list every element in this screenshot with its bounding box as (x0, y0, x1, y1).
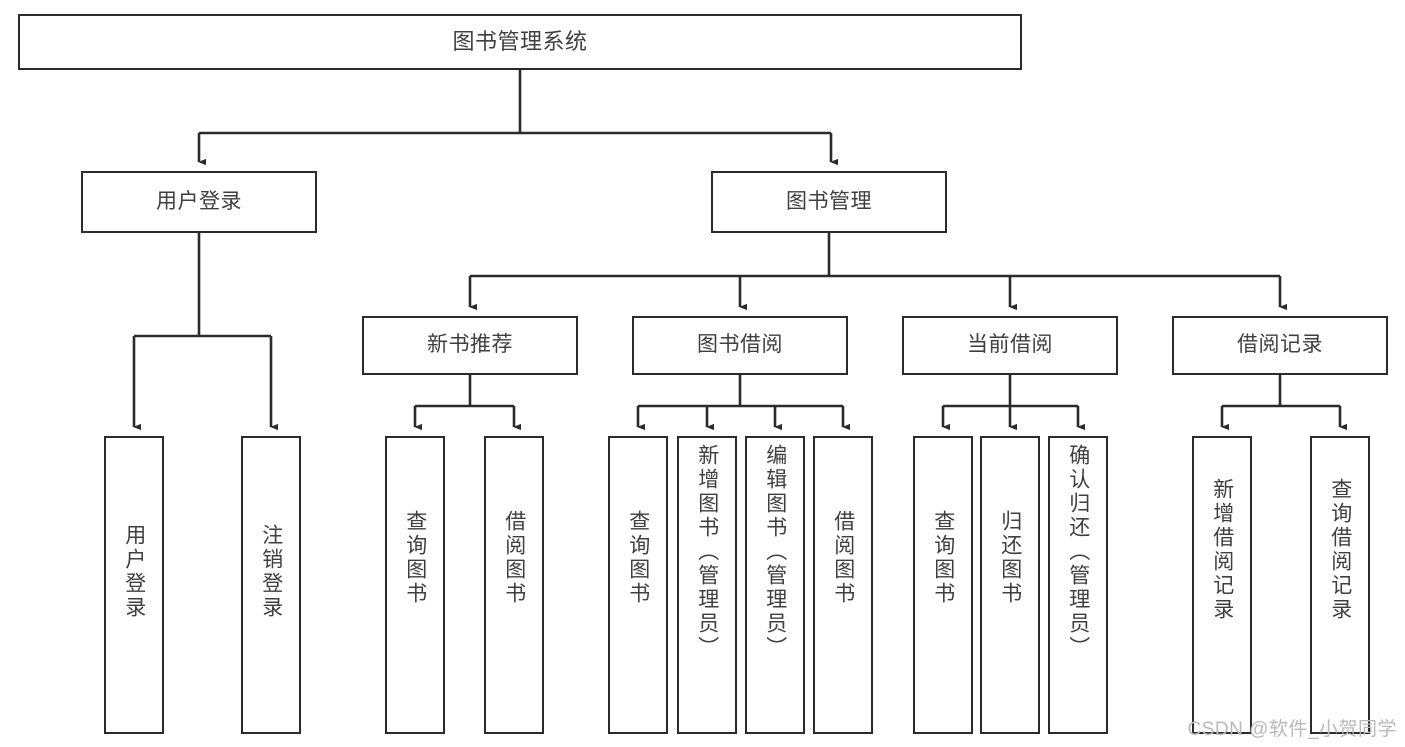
node-label: 当前借阅 (967, 333, 1053, 357)
node-label: 借阅图书 (831, 510, 855, 606)
leaf-return-books[interactable]: 归还图书 (980, 436, 1040, 734)
leaf-add-book-admin[interactable]: 新增图书（管理员） (677, 436, 737, 734)
node-label: 确认归还（管理员） (1066, 444, 1090, 660)
node-label: 编辑图书（管理员） (763, 444, 787, 660)
leaf-query-books-current[interactable]: 查询图书 (913, 436, 973, 734)
leaf-borrow-books[interactable]: 借阅图书 (813, 436, 873, 734)
node-user-login[interactable]: 用户登录 (81, 171, 317, 233)
leaf-user-login[interactable]: 用户登录 (104, 436, 164, 734)
node-label: 用户登录 (156, 189, 242, 213)
watermark-text: CSDN @软件_小贺同学 (1187, 719, 1397, 740)
node-label: 图书管理 (786, 189, 872, 213)
node-label: 注销登录 (259, 524, 283, 620)
node-label: 图书借阅 (697, 333, 783, 357)
leaf-confirm-return-admin[interactable]: 确认归还（管理员） (1048, 436, 1108, 734)
node-label: 查询图书 (403, 510, 427, 606)
node-label: 借阅图书 (502, 510, 526, 606)
node-label: 查询图书 (931, 510, 955, 606)
node-label: 新增借阅记录 (1210, 478, 1234, 622)
node-new-book-recommendation[interactable]: 新书推荐 (362, 316, 578, 375)
node-book-management[interactable]: 图书管理 (711, 171, 947, 233)
node-label: 查询图书 (626, 510, 650, 606)
node-label: 查询借阅记录 (1328, 478, 1352, 622)
node-label: 借阅记录 (1237, 333, 1323, 357)
node-label: 用户登录 (122, 524, 146, 620)
node-label: 新增图书（管理员） (695, 444, 719, 660)
leaf-query-books-borrow[interactable]: 查询图书 (608, 436, 668, 734)
leaf-borrow-books-new[interactable]: 借阅图书 (484, 436, 544, 734)
node-label: 归还图书 (998, 510, 1022, 606)
node-root-system[interactable]: 图书管理系统 (18, 14, 1022, 70)
leaf-logout-login[interactable]: 注销登录 (241, 436, 301, 734)
node-book-borrowing[interactable]: 图书借阅 (632, 316, 848, 375)
leaf-edit-book-admin[interactable]: 编辑图书（管理员） (745, 436, 805, 734)
leaf-add-borrow-record[interactable]: 新增借阅记录 (1192, 436, 1252, 734)
leaf-query-borrow-record[interactable]: 查询借阅记录 (1310, 436, 1370, 734)
leaf-query-books-new[interactable]: 查询图书 (385, 436, 445, 734)
node-current-borrowing[interactable]: 当前借阅 (902, 316, 1118, 375)
node-label: 图书管理系统 (452, 29, 588, 55)
node-label: 新书推荐 (427, 333, 513, 357)
node-borrow-records[interactable]: 借阅记录 (1172, 316, 1388, 375)
